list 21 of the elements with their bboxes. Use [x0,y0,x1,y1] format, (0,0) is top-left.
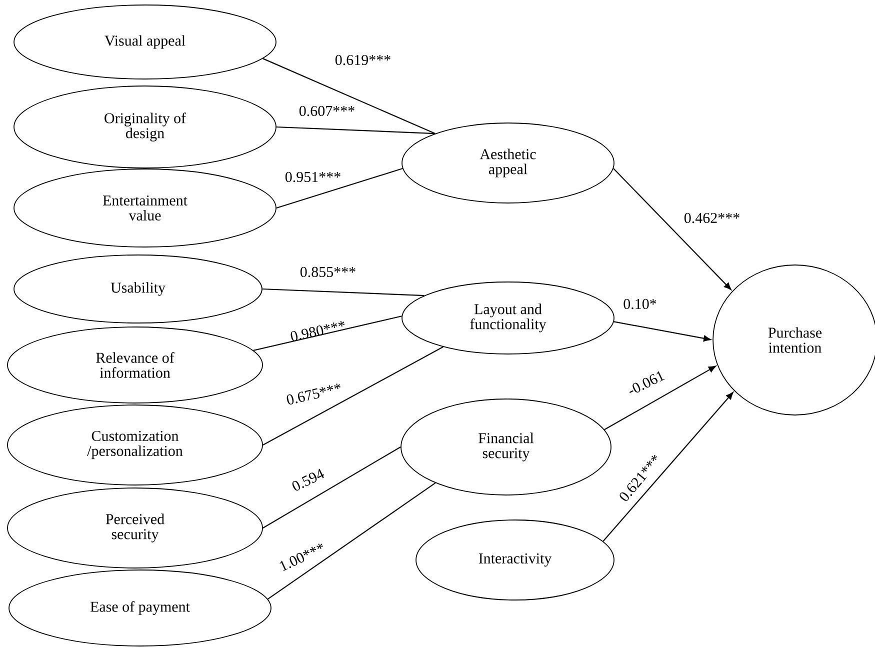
edge-label: 0.594 [292,468,324,491]
path-line [262,346,444,446]
arrow [613,168,732,290]
edge-label: -0.061 [629,371,665,393]
path-line [268,482,436,600]
edge-label: 0.951*** [285,172,340,182]
arrow [604,366,716,430]
edge-label: 0.462*** [684,212,740,224]
edge-label: 0.619*** [335,54,390,66]
path-line [262,58,436,134]
edge-label: 0.855*** [300,266,356,278]
path-line [276,126,436,134]
path-line [262,446,401,528]
arrow [602,392,734,542]
arrow [614,321,711,342]
edge-label: 0.607*** [299,106,354,116]
edge-label: 0.675*** [286,384,340,404]
path-line [262,288,424,296]
edge-label: 0.10* [624,298,656,310]
path-line [276,168,403,209]
path-line [253,316,402,351]
